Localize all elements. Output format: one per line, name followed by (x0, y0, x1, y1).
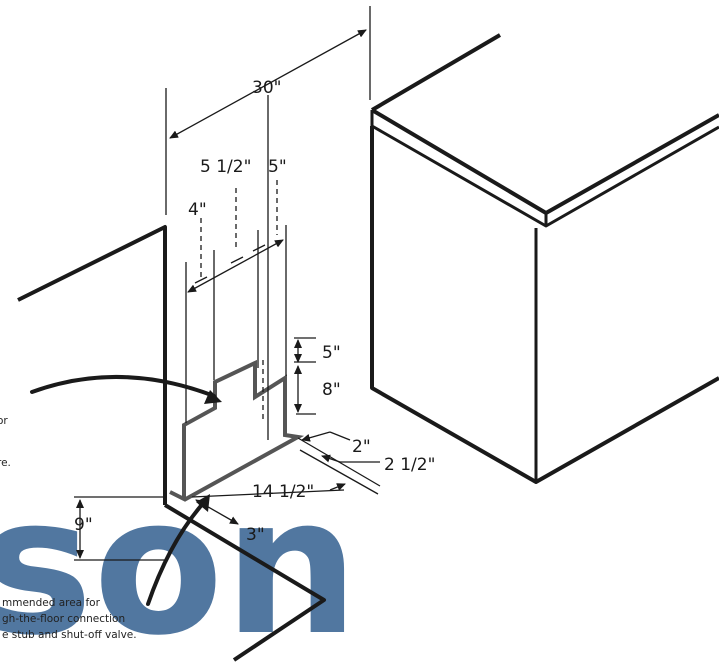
floor-note: mmended area for gh-the-floor connection… (2, 597, 137, 641)
wall-note-line-3: re. (0, 457, 11, 469)
floor-note-line-3: e stub and shut-off valve. (2, 629, 137, 641)
dim-arrow-top-offsets (187, 239, 284, 293)
cabinet-front-bottom (370, 126, 719, 484)
wall-zone-outline (182, 359, 305, 502)
cabinet-countertop-edge (370, 108, 719, 215)
floor-callout-arrowhead (196, 494, 210, 512)
cabinet (370, 33, 719, 484)
wall-callout-arrowhead (204, 390, 222, 404)
wall-note-line-1: or (0, 415, 8, 427)
floor-callout-arrow (146, 498, 208, 606)
label-floor-width: 14 1/2" (252, 482, 314, 502)
dimension-ticks (194, 244, 266, 284)
label-height-8: 8" (322, 380, 341, 400)
label-offset-4: 4" (188, 200, 207, 220)
dashed-lines (200, 180, 278, 420)
floor-note-line-2: gh-the-floor connection (2, 613, 125, 625)
label-depth-2-1-2: 2 1/2" (384, 455, 435, 475)
floor-zone-corner (169, 490, 187, 502)
label-offset-5-1-2: 5 1/2" (200, 157, 251, 177)
callout-arrows (30, 375, 216, 606)
floor-note-line-1: mmended area for (2, 597, 101, 609)
label-offset-5: 5" (268, 157, 287, 177)
dimension-labels: 30" 5 1/2" 5" 4" 5" 8" 2" 2 1/2" 14 1/2"… (74, 78, 435, 545)
recommended-area-outline (169, 359, 305, 502)
label-floor-height: 9" (74, 515, 93, 535)
left-wall-edge (17, 225, 167, 505)
label-height-5: 5" (322, 343, 341, 363)
wall-note: or re. (0, 415, 11, 469)
label-overall-width: 30" (252, 78, 281, 98)
depth-arrows (301, 431, 380, 491)
opening-walls (17, 225, 326, 662)
dim-arrow-30 (169, 29, 367, 139)
label-depth-2: 2" (352, 437, 371, 457)
cabinet-top-back-edge (370, 33, 502, 112)
floor-edge (163, 503, 326, 662)
callout-arrowheads (196, 390, 222, 512)
wall-callout-arrow (30, 375, 216, 398)
label-floor-depth: 3" (246, 525, 265, 545)
